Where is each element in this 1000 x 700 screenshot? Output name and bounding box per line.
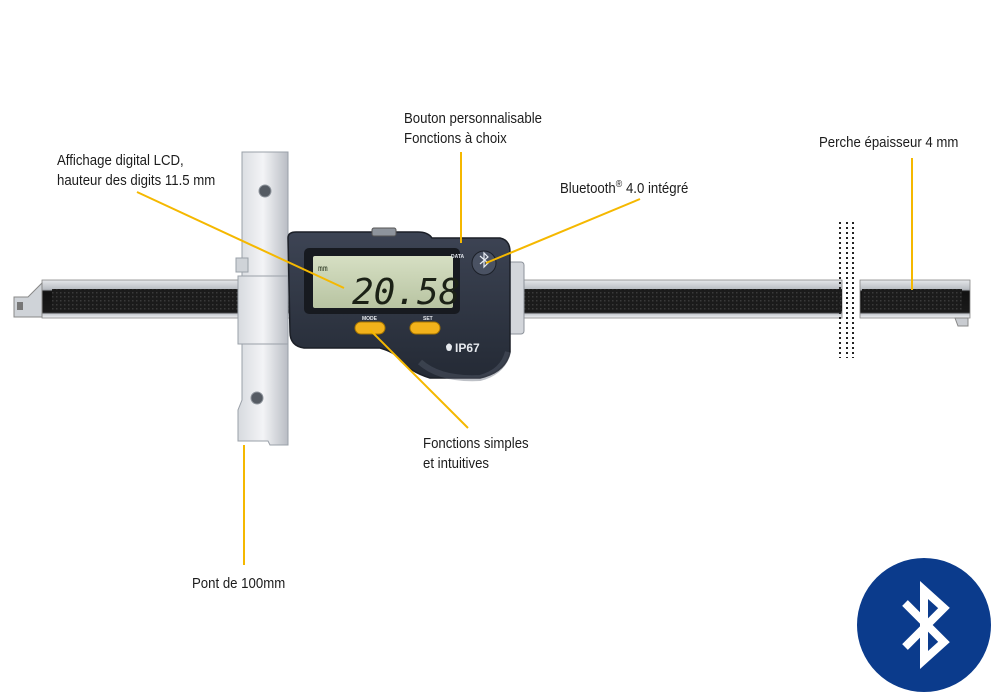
custom-button-label: Bouton personnalisable Fonctions à choix: [404, 109, 542, 149]
bluetooth-badge: [857, 558, 991, 692]
bluetooth-label-suffix: 4.0 intégré: [622, 180, 689, 197]
custom-button-label-line2: Fonctions à choix: [404, 130, 507, 147]
set-button[interactable]: SET: [409, 316, 441, 335]
lcd-display-label-line2: hauteur des digits 11.5 mm: [57, 172, 216, 189]
rod-end: [859, 279, 971, 327]
leader-lines: [136, 152, 913, 565]
mode-button[interactable]: MODE: [354, 316, 386, 335]
bluetooth-label-prefix: Bluetooth: [560, 180, 616, 197]
bridge-hole-top: [258, 184, 272, 198]
set-button-label: SET: [423, 316, 433, 322]
simple-functions-label-line1: Fonctions simples: [423, 435, 529, 452]
ip-rating: IP67: [446, 341, 480, 355]
simple-functions-label: Fonctions simples et intuitives: [423, 434, 529, 474]
lcd-display-label-line1: Affichage digital LCD,: [57, 152, 184, 169]
leader-bluetooth: [485, 198, 641, 264]
data-button-label: DATA: [451, 254, 465, 260]
lcd-screen: mm 20.58: [304, 248, 460, 314]
bridge-label: Pont de 100mm: [192, 574, 285, 594]
bluetooth-label: Bluetooth® 4.0 intégré: [560, 175, 688, 199]
lcd-reading: 20.58: [352, 272, 460, 313]
bridge-label-text: Pont de 100mm: [192, 575, 286, 592]
rod-thickness-label: Perche épaisseur 4 mm: [819, 133, 958, 153]
lcd-unit: mm: [318, 264, 328, 273]
mode-button-label: MODE: [362, 316, 378, 322]
leader-simple-functions: [369, 329, 469, 429]
rod-thickness-label-text: Perche épaisseur 4 mm: [819, 134, 959, 151]
custom-button-label-line1: Bouton personnalisable: [404, 110, 542, 127]
simple-functions-label-line2: et intuitives: [423, 455, 490, 472]
bluetooth-label-reg: ®: [615, 179, 623, 190]
lcd-display-label: Affichage digital LCD, hauteur des digit…: [57, 151, 215, 191]
bluetooth-icon: [902, 581, 950, 669]
ip-rating-label: IP67: [455, 341, 480, 355]
bridge-hole-bottom: [250, 391, 264, 405]
leader-lcd: [136, 191, 345, 289]
